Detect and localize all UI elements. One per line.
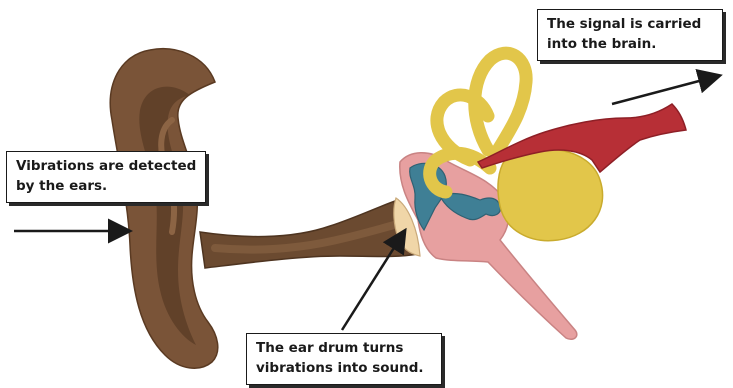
callout-brain-line-2: into the brain.	[547, 34, 713, 54]
callout-brain: The signal is carried into the brain.	[537, 9, 723, 61]
callout-brain-line-1: The signal is carried	[547, 14, 713, 34]
callout-ears-line-2: by the ears.	[16, 176, 196, 196]
outer-ear	[110, 49, 217, 368]
arrow-to-brain	[612, 76, 718, 104]
callout-ears-line-1: Vibrations are detected	[16, 156, 196, 176]
ear-canal	[200, 200, 418, 268]
callout-ear-drum: The ear drum turns vibrations into sound…	[246, 333, 442, 385]
callout-ears: Vibrations are detected by the ears.	[6, 151, 206, 203]
cochlea	[498, 149, 603, 241]
callout-ear-drum-line-1: The ear drum turns	[256, 338, 432, 358]
callout-ear-drum-line-2: vibrations into sound.	[256, 358, 432, 378]
